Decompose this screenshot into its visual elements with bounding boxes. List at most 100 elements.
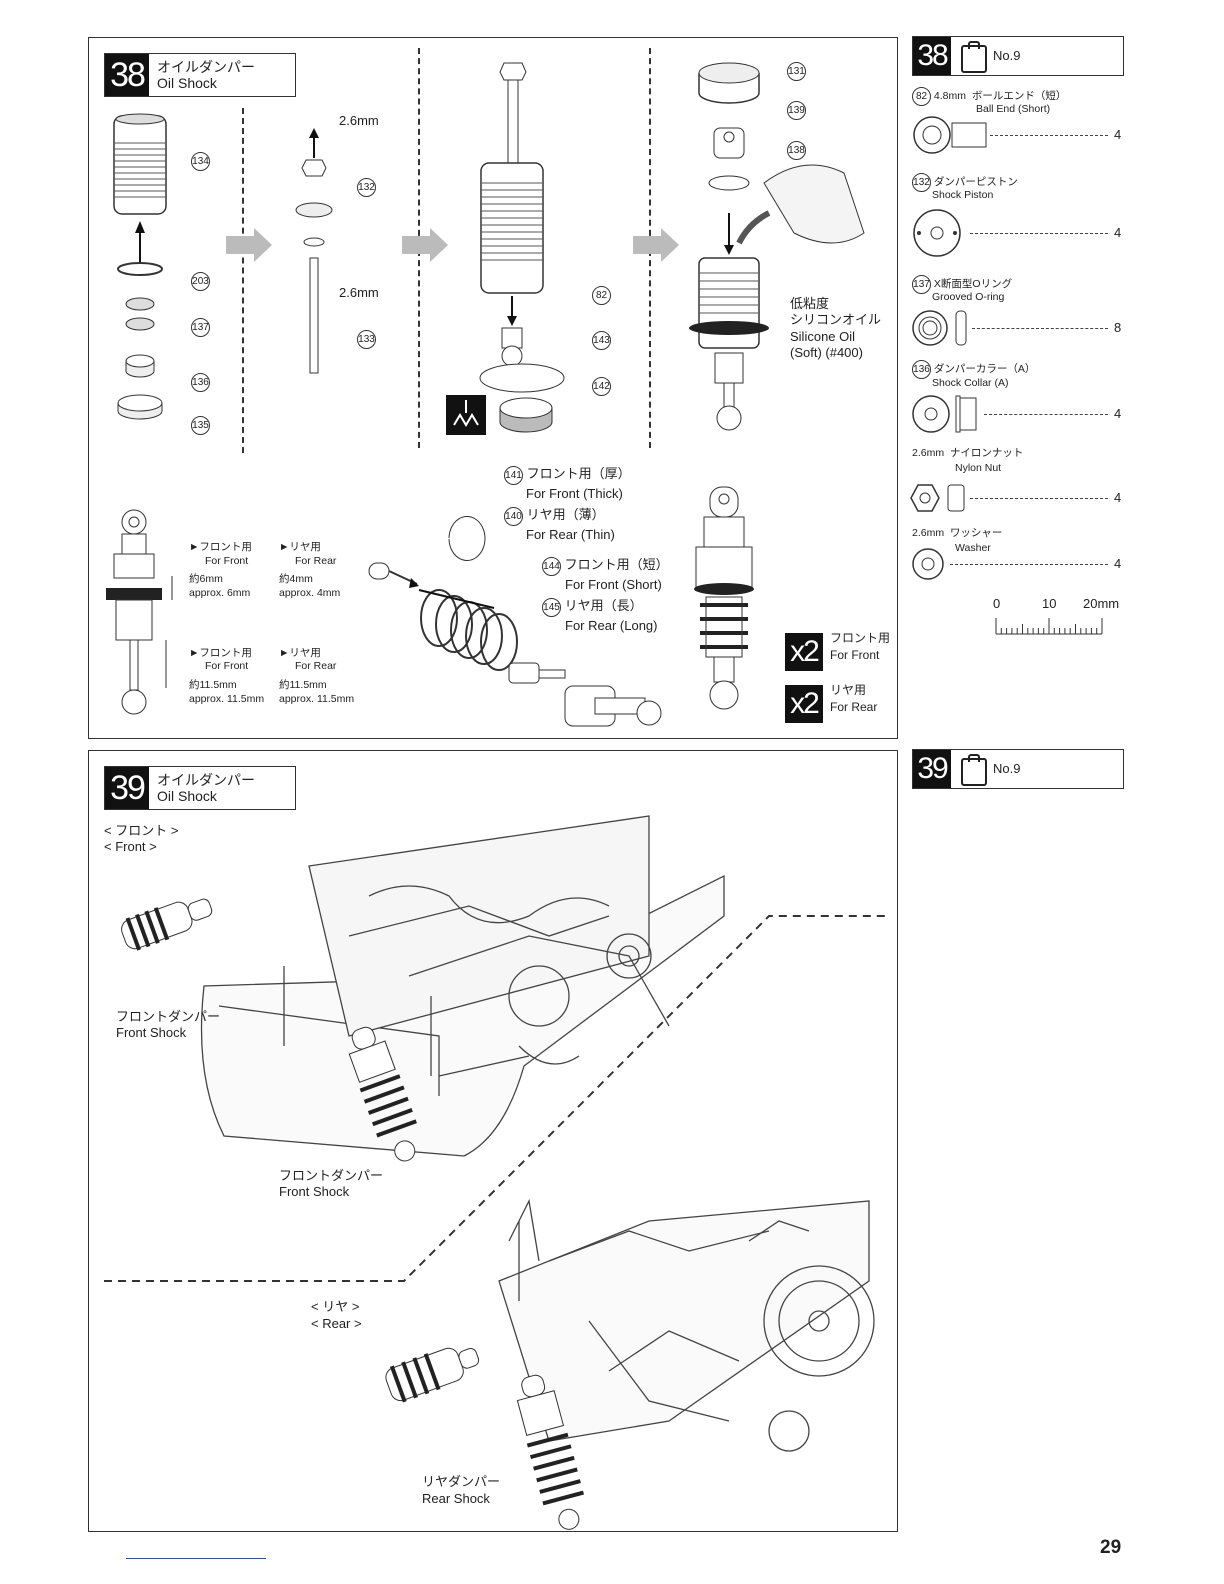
- piston-icon: [913, 209, 961, 257]
- adjust-rear-a-jp: 約4mm: [279, 573, 313, 585]
- part-132-header: 132 ダンパーピストン: [912, 173, 1018, 192]
- adjust-front-jp: ►フロント用: [189, 541, 252, 553]
- leader-line: [972, 328, 1108, 329]
- front-shock-label-jp-2: フロントダンパー: [279, 1168, 384, 1183]
- step-title-jp: オイルダンパー: [157, 59, 255, 75]
- shock-body-drawing: [113, 113, 167, 420]
- parts-bag-icon: [961, 41, 987, 73]
- adjust-front-en: For Front: [205, 555, 249, 567]
- part-washer-header: 2.6mm ワッシャー: [912, 527, 1003, 539]
- quantity-badge-rear: x2: [785, 685, 823, 723]
- leader-line: [970, 498, 1108, 499]
- qty-front-en: For Front: [830, 648, 880, 662]
- step-title-jp: オイルダンパー: [157, 772, 255, 788]
- oil-filling-drawing: [689, 62, 865, 431]
- callout-135: 135: [191, 414, 210, 435]
- front-shock-label-jp-1: フロントダンパー: [116, 1009, 221, 1024]
- adjust-rear-a-en: approx. 4mm: [279, 587, 341, 599]
- part-nut-header: 2.6mm ナイロンナット: [912, 447, 1024, 459]
- front-section-jp: < フロント >: [104, 823, 179, 838]
- callout-143: 143: [592, 329, 611, 350]
- adjust-front2-jp: ►フロント用: [189, 647, 252, 659]
- callout-142: 142: [592, 375, 611, 396]
- ball-end-icon: [913, 116, 987, 154]
- qty-rear-en: For Rear: [830, 700, 878, 714]
- callout-131: 131: [787, 60, 806, 81]
- leader-line: [970, 233, 1108, 234]
- adjust-rear2-en: For Rear: [295, 660, 337, 672]
- spring-145: 145 リヤ用（長）: [542, 598, 643, 617]
- part-136-en: Shock Collar (A): [932, 377, 1009, 389]
- callout-136: 136: [191, 371, 210, 392]
- rear-shock-label-en: Rear Shock: [422, 1491, 490, 1506]
- divider: [242, 108, 244, 453]
- part-82-en: Ball End (Short): [976, 103, 1051, 115]
- quantity-badge-front: x2: [785, 633, 823, 671]
- step-38-header: 38 オイルダンパー Oil Shock: [104, 53, 296, 97]
- part-137-header: 137 X断面型Oリング: [912, 275, 1012, 294]
- spring-144-en: For Front (Short): [565, 577, 662, 592]
- rear-shock-drawing: [385, 1347, 480, 1403]
- ruler-scale: [995, 618, 1103, 635]
- spring-144: 144 フロント用（短）: [542, 557, 669, 576]
- oil-label-en2: (Soft) (#400): [790, 345, 863, 360]
- step-39-header: 39 オイルダンパー Oil Shock: [104, 766, 296, 810]
- callout-137: 137: [191, 316, 210, 337]
- callout-82: 82: [592, 284, 611, 305]
- shock-assembly-drawing: [479, 62, 565, 433]
- adjust-front-a-en: approx. 6mm: [189, 587, 251, 599]
- oil-label-jp1: 低粘度: [790, 296, 830, 311]
- tool-icon: [446, 395, 486, 435]
- qty-front-jp: フロント用: [830, 631, 891, 645]
- next-arrow-icon: [633, 228, 679, 262]
- front-section-en: < Front >: [104, 839, 157, 854]
- front-shock-drawing: [348, 1026, 417, 1162]
- part-136-qty: 4: [1114, 406, 1122, 421]
- spring-145-en: For Rear (Long): [565, 618, 658, 633]
- spacer-140: 140 リヤ用（薄）: [504, 507, 605, 526]
- spacer-141: 141 フロント用（厚）: [504, 466, 631, 485]
- adjust-front-b-jp: 約11.5mm: [189, 679, 237, 691]
- front-shock-label-en-2: Front Shock: [279, 1184, 350, 1199]
- link-underline[interactable]: [126, 1558, 266, 1559]
- step-title-en: Oil Shock: [157, 788, 217, 804]
- dim-label-bottom: 2.6mm: [339, 285, 379, 300]
- part-137-en: Grooved O-ring: [932, 291, 1005, 303]
- parts-bag-icon: [961, 754, 987, 786]
- step-38-panel: 38 オイルダンパー Oil Shock 134 203 137 136 135: [88, 37, 898, 739]
- nylon-nut-icon: [910, 484, 965, 512]
- spring-assembly-drawing: [368, 516, 662, 727]
- adjust-front2-en: For Front: [205, 660, 249, 672]
- scale-tick-0: 0: [993, 596, 1001, 611]
- callout-138: 138: [787, 139, 806, 160]
- part-washer-en: Washer: [955, 542, 991, 554]
- step-number: 38: [913, 37, 951, 75]
- callout-203: 203: [191, 270, 210, 291]
- shock-adjust-drawing: [106, 509, 173, 715]
- shock-collar-icon: [912, 395, 977, 433]
- step-number: 39: [105, 767, 149, 809]
- scale-tick-20: 20mm: [1083, 596, 1120, 611]
- page-number: 29: [1100, 1537, 1122, 1558]
- part-82-qty: 4: [1114, 127, 1122, 142]
- callout-133: 133: [357, 328, 376, 349]
- leader-line: [950, 564, 1108, 565]
- part-washer-qty: 4: [1114, 556, 1122, 571]
- o-ring-icon: [912, 310, 967, 346]
- adjust-rear-b-jp: 約11.5mm: [279, 679, 327, 691]
- part-136-header: 136 ダンパーカラー（A）: [912, 360, 1035, 379]
- next-arrow-icon: [402, 228, 448, 262]
- rear-shock-drawing: [516, 1374, 584, 1530]
- part-137-qty: 8: [1114, 320, 1122, 335]
- adjust-rear-b-en: approx. 11.5mm: [279, 693, 355, 705]
- part-132-en: Shock Piston: [932, 189, 994, 201]
- part-82-header: 82 4.8mm ボールエンド（短）: [912, 87, 1066, 106]
- front-shock-drawing: [121, 898, 213, 951]
- oil-label-en1: Silicone Oil: [790, 329, 856, 344]
- step-number: 38: [105, 54, 149, 96]
- bag-number: No.9: [993, 48, 1021, 63]
- step-title-en: Oil Shock: [157, 75, 217, 91]
- bag-38-header: 38 No.9: [912, 36, 1124, 76]
- callout-139: 139: [787, 99, 806, 120]
- next-arrow-icon: [226, 228, 272, 262]
